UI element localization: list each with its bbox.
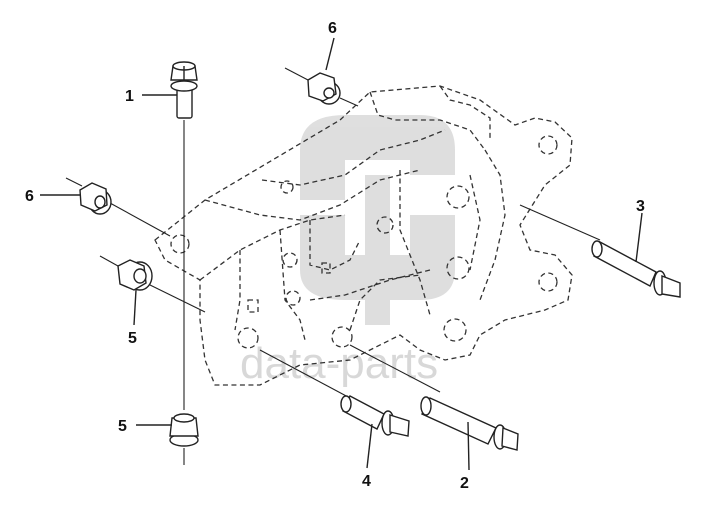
callout-3: 3 <box>636 198 645 215</box>
callout-4: 4 <box>362 473 371 490</box>
flange-nut-part-6-left <box>79 182 112 215</box>
assembly-axes <box>65 67 601 465</box>
callout-5-lower: 5 <box>118 418 127 435</box>
callout-labels: 1 2 3 4 5 5 6 6 <box>25 20 645 492</box>
flange-nut-part-5-lower <box>169 413 199 447</box>
callout-2: 2 <box>460 475 469 492</box>
flange-bolt-part-1 <box>170 61 198 119</box>
flange-bolt-part-4 <box>340 395 410 437</box>
flange-bolt-part-3 <box>591 240 681 298</box>
callout-6-left: 6 <box>25 188 34 205</box>
watermark-logo <box>300 115 455 325</box>
callout-5-upper: 5 <box>128 330 137 347</box>
bracket-outline <box>154 85 573 386</box>
callout-1: 1 <box>125 88 134 105</box>
callout-6-top: 6 <box>328 20 337 37</box>
callout-leaders <box>40 37 643 471</box>
flange-bolt-part-2 <box>420 396 519 451</box>
flange-nut-part-5-upper <box>117 259 153 291</box>
flange-nut-part-6-top <box>307 72 341 105</box>
